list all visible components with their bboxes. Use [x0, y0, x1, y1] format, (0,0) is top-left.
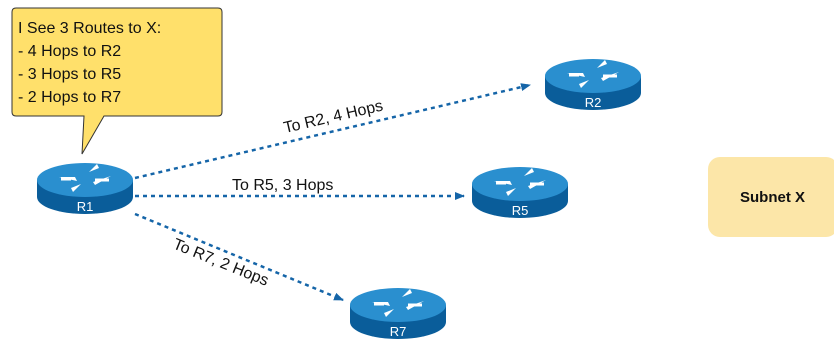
router-r7: R7 — [350, 287, 446, 339]
subnet-x-label: Subnet X — [740, 189, 805, 206]
callout-line-1: - 4 Hops to R2 — [18, 43, 121, 60]
callout-line-3: - 2 Hops to R7 — [18, 89, 121, 106]
link-to-r2 — [134, 83, 531, 180]
router-label-r7: R7 — [390, 324, 407, 339]
router-r5: R5 — [472, 166, 568, 218]
callout: I See 3 Routes to X: - 4 Hops to R2 - 3 … — [11, 7, 223, 155]
router-label-r2: R2 — [585, 95, 602, 110]
callout-bubble — [11, 7, 223, 155]
router-r2: R2 — [545, 58, 641, 110]
subnet-x-box: Subnet X — [708, 157, 834, 237]
router-label-r5: R5 — [512, 203, 529, 218]
router-label-r1: R1 — [77, 199, 94, 214]
callout-title: I See 3 Routes to X: — [18, 20, 161, 37]
router-r1: R1 — [37, 162, 133, 214]
callout-line-2: - 3 Hops to R5 — [18, 66, 121, 83]
link-label-r5: To R5, 3 Hops — [232, 177, 333, 194]
link-to-r7 — [134, 212, 344, 302]
